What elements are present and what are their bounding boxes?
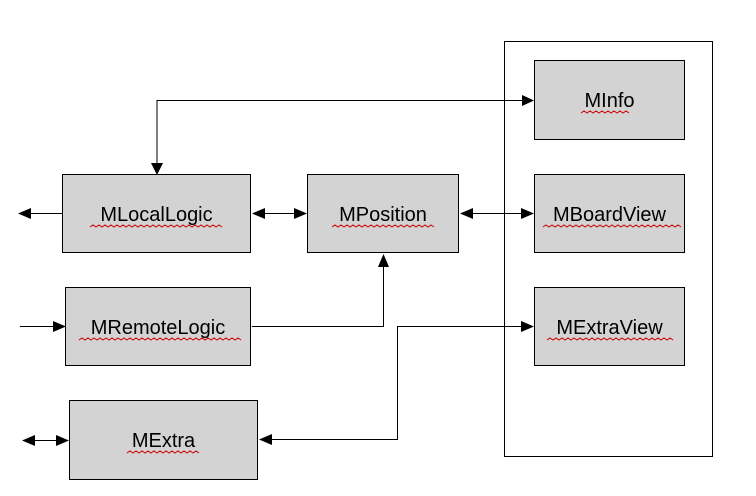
connectors	[18, 95, 534, 446]
arrowhead-into-remotelogic	[53, 321, 66, 332]
arrowhead-into-position-right	[460, 208, 473, 219]
minfo-spellcheck-underline	[580, 110, 630, 114]
mlocallogic-label: MLocalLogic	[100, 204, 212, 226]
mlocallogic-spellcheck-underline	[89, 224, 223, 228]
remotelogic-position-connector	[252, 265, 384, 327]
mboardview-spellcheck-underline	[542, 224, 682, 228]
mextraview-spellcheck-underline	[546, 337, 674, 341]
mlocallogic-box[interactable]: MLocalLogic	[62, 174, 251, 253]
arrowhead-into-extraview	[521, 321, 534, 332]
arrowhead-into-locallogic-right	[252, 208, 265, 219]
extra-extraview-connector	[271, 326, 523, 440]
mextraview-label: MExtraView	[556, 317, 663, 339]
mposition-spellcheck-underline	[331, 224, 435, 228]
arrowhead-extra-external	[22, 435, 35, 446]
arrowhead-into-extra-left	[56, 435, 69, 446]
mremotelogic-box[interactable]: MRemoteLogic	[65, 287, 251, 366]
mposition-label: MPosition	[339, 204, 427, 226]
mremotelogic-label: MRemoteLogic	[91, 317, 226, 339]
minfo-box[interactable]: MInfo	[534, 60, 685, 140]
arrowhead-into-position-bottom	[378, 254, 389, 267]
arrowhead-into-extra	[259, 434, 272, 445]
mremotelogic-spellcheck-underline	[78, 337, 242, 341]
arrowhead-locallogic-output	[18, 208, 31, 219]
arrowhead-into-info	[522, 95, 534, 106]
minfo-label: MInfo	[584, 90, 634, 112]
view-container	[504, 41, 713, 457]
info-locallogic-connector	[156, 100, 526, 164]
mposition-box[interactable]: MPosition	[307, 174, 459, 253]
mextra-spellcheck-underline	[126, 450, 200, 454]
arrowhead-into-boardview	[521, 208, 534, 219]
arrowhead-into-position	[294, 208, 307, 219]
mextra-box[interactable]: MExtra	[69, 400, 258, 480]
mboardview-label: MBoardView	[553, 204, 667, 226]
mboardview-box[interactable]: MBoardView	[534, 174, 685, 253]
arrowhead-into-locallogic	[151, 163, 163, 175]
mextraview-box[interactable]: MExtraView	[534, 287, 685, 366]
mextra-label: MExtra	[132, 430, 196, 452]
